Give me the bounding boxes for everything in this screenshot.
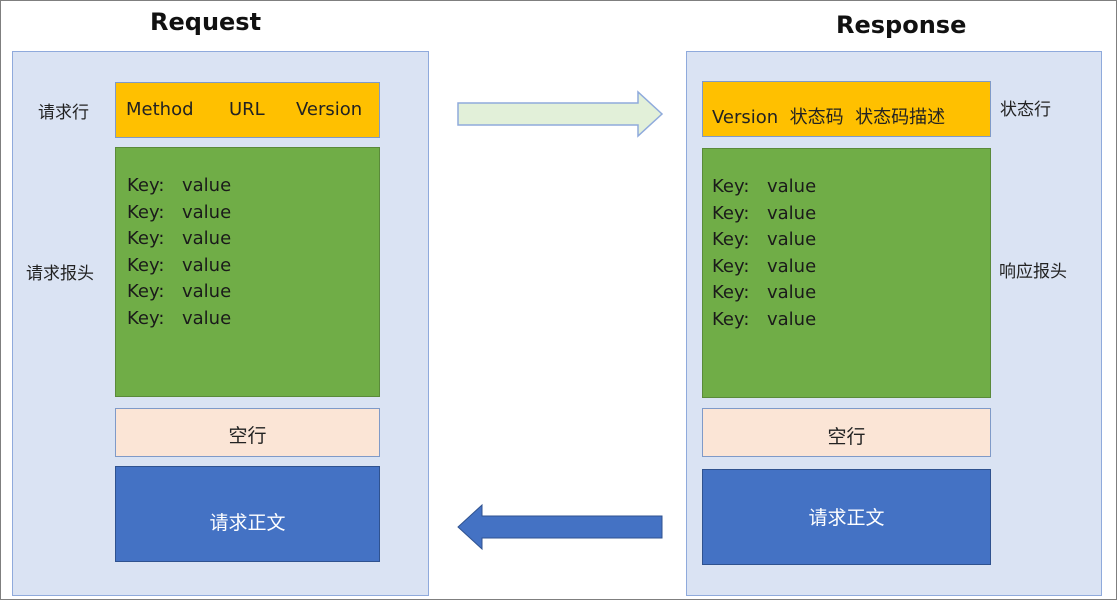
header-row: Key: value: [712, 280, 816, 307]
header-row: Key: value: [127, 253, 231, 280]
status-line-label: 状态行: [1000, 100, 1051, 120]
header-value: value: [767, 176, 817, 197]
response-body-box: 请求正文: [702, 469, 991, 565]
header-key: Key:: [127, 201, 165, 223]
status-line-text: Version 状态码 状态码描述: [712, 107, 946, 128]
request-body-label: 请求正文: [209, 512, 286, 534]
header-row: Key: value: [712, 201, 816, 228]
header-value: value: [182, 307, 232, 329]
header-key: Key:: [712, 255, 750, 277]
request-line-box: Method URL Version: [115, 82, 380, 138]
header-key: Key:: [127, 281, 165, 302]
header-key: Key:: [127, 175, 165, 196]
header-key: Key:: [712, 202, 750, 224]
request-url: URL: [229, 99, 265, 120]
response-arrow: [457, 503, 663, 551]
header-value: value: [182, 201, 232, 223]
response-body-label: 请求正文: [808, 507, 885, 529]
header-key: Key:: [127, 307, 165, 329]
header-row: Key: value: [127, 200, 231, 227]
header-key: Key:: [712, 308, 750, 330]
request-body-box: 请求正文: [115, 466, 380, 562]
response-headers-label: 响应报头: [999, 262, 1067, 282]
header-key: Key:: [127, 228, 165, 249]
header-value: value: [182, 228, 232, 249]
header-value: value: [182, 175, 232, 196]
response-blank-line-box: 空行: [702, 408, 991, 457]
request-headers-list: Key:value Key:value Key:value Key:value …: [127, 173, 231, 332]
header-value: value: [767, 308, 817, 330]
request-version: Version: [296, 99, 363, 120]
status-line-box: Version 状态码 状态码描述: [702, 81, 991, 137]
request-line-label: 请求行: [38, 103, 89, 123]
response-arrow-shape: [457, 503, 663, 551]
response-title: Response: [836, 11, 967, 39]
header-value: value: [767, 282, 817, 303]
request-blank-line-label: 空行: [228, 425, 267, 447]
header-value: value: [767, 255, 817, 277]
header-key: Key:: [127, 254, 165, 276]
request-method: Method: [126, 99, 194, 120]
header-key: Key:: [712, 176, 750, 197]
header-row: Key: value: [127, 279, 231, 306]
header-row: Key: value: [127, 306, 231, 333]
header-row: Key: value: [712, 307, 816, 334]
header-key: Key:: [712, 229, 750, 250]
response-headers-list: Key:value Key:value Key:value Key:value …: [712, 174, 816, 333]
request-blank-line-box: 空行: [115, 408, 380, 457]
header-value: value: [767, 202, 817, 224]
request-headers-box: Key:value Key:value Key:value Key:value …: [115, 147, 380, 397]
header-row: Key: value: [127, 173, 231, 200]
header-row: Key: value: [712, 227, 816, 254]
request-arrow: [457, 90, 664, 138]
request-arrow-shape: [457, 90, 664, 138]
request-headers-label: 请求报头: [26, 264, 94, 284]
header-key: Key:: [712, 282, 750, 303]
response-headers-box: Key:value Key:value Key:value Key:value …: [702, 148, 991, 398]
header-value: value: [182, 281, 232, 302]
header-row: Key: value: [712, 254, 816, 281]
request-title: Request: [150, 8, 262, 36]
header-row: Key: value: [712, 174, 816, 201]
header-value: value: [182, 254, 232, 276]
header-row: Key: value: [127, 226, 231, 253]
header-value: value: [767, 229, 817, 250]
response-blank-line-label: 空行: [827, 426, 866, 448]
